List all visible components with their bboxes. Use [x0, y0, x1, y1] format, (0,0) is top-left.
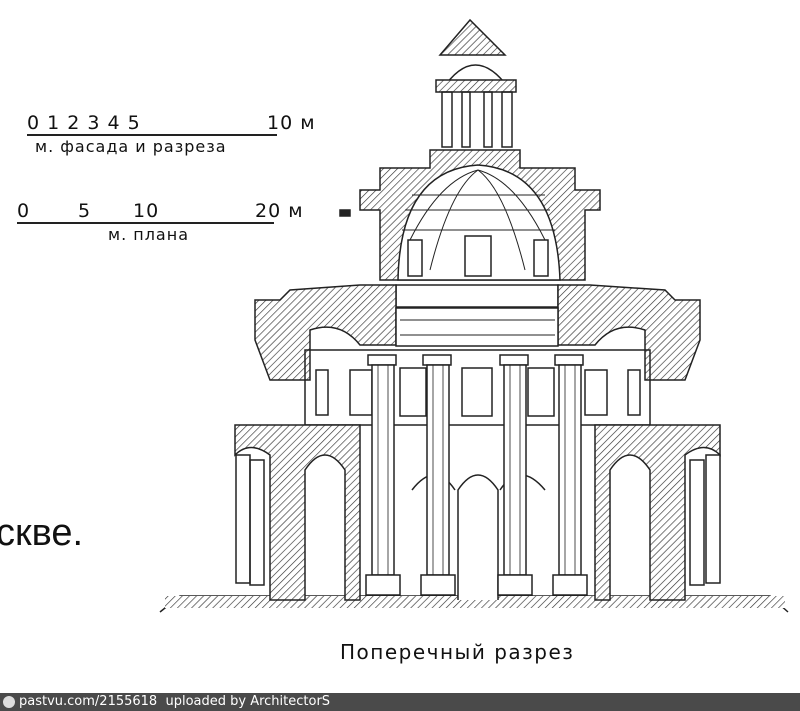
pastvu-logo-icon: [3, 696, 15, 708]
cropped-text-fragment: скве.: [0, 512, 84, 554]
plan-scale-10: 10: [133, 200, 160, 222]
plan-scale-5: 5: [78, 200, 92, 222]
facade-scale-label: м. фасада и разреза: [35, 137, 227, 156]
footer-attribution[interactable]: pastvu.com/2155618 uploaded by Architect…: [19, 694, 331, 709]
plan-scale-bar: [17, 222, 274, 224]
facade-scale-numbers: 0 1 2 3 4 5: [27, 112, 141, 134]
plan-scale-0: 0: [17, 200, 31, 222]
plan-scale-end: 20 м: [255, 200, 304, 222]
facade-scale-end: 10 м: [267, 112, 316, 134]
facade-scale-bar: [27, 134, 277, 136]
drawing-caption: Поперечный разрез: [340, 640, 575, 664]
footer-bar: pastvu.com/2155618 uploaded by Architect…: [0, 693, 800, 711]
plan-scale-label: м. плана: [108, 225, 189, 244]
